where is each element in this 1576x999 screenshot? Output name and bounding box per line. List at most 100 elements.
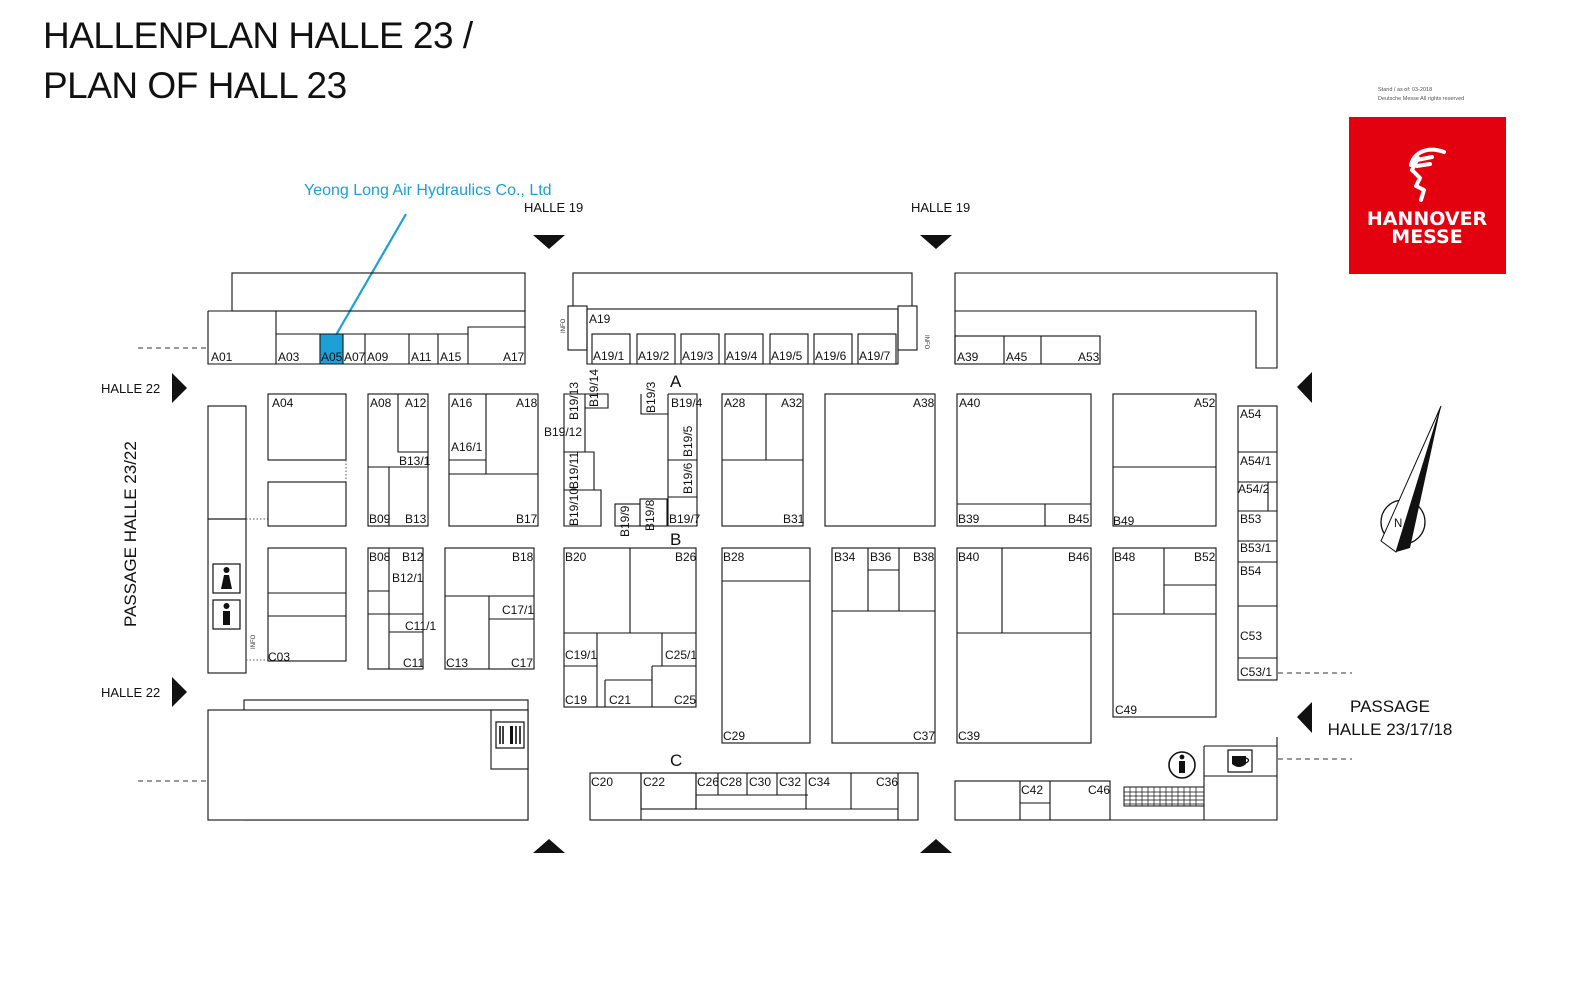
booth-label-b53-1[interactable]: B53/1 xyxy=(1240,541,1272,555)
booth-label-a19[interactable]: A19 xyxy=(589,312,611,326)
booth-label-b28[interactable]: B28 xyxy=(723,550,745,564)
booth-label-a16[interactable]: A16 xyxy=(451,396,473,410)
booth-label-b09[interactable]: B09 xyxy=(369,512,391,526)
booth-label-b31[interactable]: B31 xyxy=(783,512,805,526)
booth-label-b19-12[interactable]: B19/12 xyxy=(544,425,582,439)
booth-label-b19-7[interactable]: B19/7 xyxy=(669,512,701,526)
booth-label-b17[interactable]: B17 xyxy=(516,512,538,526)
booth-label-a01[interactable]: A01 xyxy=(211,350,233,364)
booth-label-b34[interactable]: B34 xyxy=(834,550,856,564)
booth-label-c49[interactable]: C49 xyxy=(1115,703,1137,717)
booth-label-a19-1[interactable]: A19/1 xyxy=(593,349,625,363)
booth-label-a19-7[interactable]: A19/7 xyxy=(859,349,891,363)
booth-label-c17-1[interactable]: C17/1 xyxy=(502,603,534,617)
booth-label-c53-1[interactable]: C53/1 xyxy=(1240,665,1272,679)
booth-label-a54-1[interactable]: A54/1 xyxy=(1240,454,1272,468)
booth-label-a19-3[interactable]: A19/3 xyxy=(682,349,714,363)
booth-label-c19[interactable]: C19 xyxy=(565,693,587,707)
booth-label-b53[interactable]: B53 xyxy=(1240,512,1262,526)
booth-label-b52[interactable]: B52 xyxy=(1194,550,1216,564)
booth-label-b19-4[interactable]: B19/4 xyxy=(671,396,703,410)
booth-label-b19-10[interactable]: B19/10 xyxy=(567,488,581,526)
booth-label-a19-6[interactable]: A19/6 xyxy=(815,349,847,363)
booth-label-c32[interactable]: C32 xyxy=(779,775,801,789)
booth-label-a07[interactable]: A07 xyxy=(344,350,366,364)
compass-n-label: N xyxy=(1394,518,1402,530)
booth-label-a19-2[interactable]: A19/2 xyxy=(638,349,670,363)
booth-label-a05[interactable]: A05 xyxy=(321,350,343,364)
booth-label-a32[interactable]: A32 xyxy=(781,396,803,410)
booth-label-b48[interactable]: B48 xyxy=(1114,550,1136,564)
booth-label-c11-1[interactable]: C11/1 xyxy=(405,619,436,633)
booth-label-c20[interactable]: C20 xyxy=(591,775,613,789)
booth-label-c46[interactable]: C46 xyxy=(1088,783,1110,797)
booth-label-b19-5[interactable]: B19/5 xyxy=(681,425,695,457)
booth-label-a03[interactable]: A03 xyxy=(278,350,300,364)
booth-label-a52[interactable]: A52 xyxy=(1194,396,1216,410)
booth-label-a11[interactable]: A11 xyxy=(411,350,432,364)
booth-label-b45[interactable]: B45 xyxy=(1068,512,1090,526)
booth-label-a04[interactable]: A04 xyxy=(272,396,294,410)
booth-label-a15[interactable]: A15 xyxy=(440,350,462,364)
booth-label-c13[interactable]: C13 xyxy=(446,656,468,670)
booth-label-b13-1[interactable]: B13/1 xyxy=(399,454,431,468)
booth-label-b36[interactable]: B36 xyxy=(870,550,892,564)
booth-label-a08[interactable]: A08 xyxy=(370,396,392,410)
booth-label-b38[interactable]: B38 xyxy=(913,550,935,564)
booth-label-c21[interactable]: C21 xyxy=(609,693,631,707)
booth-label-a09[interactable]: A09 xyxy=(367,350,389,364)
booth-label-b19-3[interactable]: B19/3 xyxy=(644,381,658,413)
booth-label-a19-5[interactable]: A19/5 xyxy=(771,349,803,363)
compass-north-icon: N xyxy=(1380,405,1442,553)
booth-label-b12[interactable]: B12 xyxy=(402,550,424,564)
booth-label-c36[interactable]: C36 xyxy=(876,775,898,789)
booth-label-a54[interactable]: A54 xyxy=(1240,407,1262,421)
booth-label-b54[interactable]: B54 xyxy=(1240,564,1262,578)
booth-label-b40[interactable]: B40 xyxy=(958,550,980,564)
booth-label-b39[interactable]: B39 xyxy=(958,512,980,526)
booth-label-a39[interactable]: A39 xyxy=(957,350,979,364)
booth-label-c29[interactable]: C29 xyxy=(723,729,745,743)
booth-label-c28[interactable]: C28 xyxy=(720,775,742,789)
booth-label-b19-11[interactable]: B19/11 xyxy=(567,452,581,489)
booth-label-c19-1[interactable]: C19/1 xyxy=(565,648,597,662)
booth-label-b19-14[interactable]: B19/14 xyxy=(587,369,601,407)
booth-label-c22[interactable]: C22 xyxy=(643,775,665,789)
booth-label-b46[interactable]: B46 xyxy=(1068,550,1090,564)
booth-label-a18[interactable]: A18 xyxy=(516,396,538,410)
booth-label-c17[interactable]: C17 xyxy=(511,656,533,670)
booth-label-b08[interactable]: B08 xyxy=(369,550,391,564)
booth-label-b19-9[interactable]: B19/9 xyxy=(618,505,632,537)
booth-label-b12-1[interactable]: B12/1 xyxy=(392,571,424,585)
booth-label-a17[interactable]: A17 xyxy=(503,350,525,364)
booth-label-b19-13[interactable]: B19/13 xyxy=(567,382,581,420)
booth-label-a53[interactable]: A53 xyxy=(1078,350,1100,364)
booth-label-a45[interactable]: A45 xyxy=(1006,350,1028,364)
booth-label-a54-2[interactable]: A54/2 xyxy=(1238,482,1270,496)
booth-label-b26[interactable]: B26 xyxy=(675,550,697,564)
booth-label-c25-1[interactable]: C25/1 xyxy=(665,648,697,662)
booth-label-c53[interactable]: C53 xyxy=(1240,629,1262,643)
booth-label-c42[interactable]: C42 xyxy=(1021,783,1043,797)
booth-label-b49[interactable]: B49 xyxy=(1113,514,1135,528)
booth-label-b20[interactable]: B20 xyxy=(565,550,587,564)
booth-label-a12[interactable]: A12 xyxy=(405,396,427,410)
booth-label-c25[interactable]: C25 xyxy=(674,693,696,707)
booth-label-c37[interactable]: C37 xyxy=(913,729,935,743)
booth-label-a16-1[interactable]: A16/1 xyxy=(451,440,483,454)
booth-label-c30[interactable]: C30 xyxy=(749,775,771,789)
booth-label-c11[interactable]: C11 xyxy=(403,656,424,670)
booth-label-c03[interactable]: C03 xyxy=(268,650,290,664)
booth-label-a19-4[interactable]: A19/4 xyxy=(726,349,758,363)
exhibitor-name[interactable]: Yeong Long Air Hydraulics Co., Ltd xyxy=(304,182,552,199)
booth-label-b18[interactable]: B18 xyxy=(512,550,534,564)
booth-label-c26[interactable]: C26 xyxy=(697,775,719,789)
booth-label-b19-6[interactable]: B19/6 xyxy=(681,462,695,494)
booth-label-c34[interactable]: C34 xyxy=(808,775,830,789)
booth-label-a38[interactable]: A38 xyxy=(913,396,935,410)
booth-label-b13[interactable]: B13 xyxy=(405,512,427,526)
booth-label-a40[interactable]: A40 xyxy=(959,396,981,410)
booth-label-a28[interactable]: A28 xyxy=(724,396,746,410)
booth-label-c39[interactable]: C39 xyxy=(958,729,980,743)
booth-label-b19-8[interactable]: B19/8 xyxy=(643,499,657,531)
